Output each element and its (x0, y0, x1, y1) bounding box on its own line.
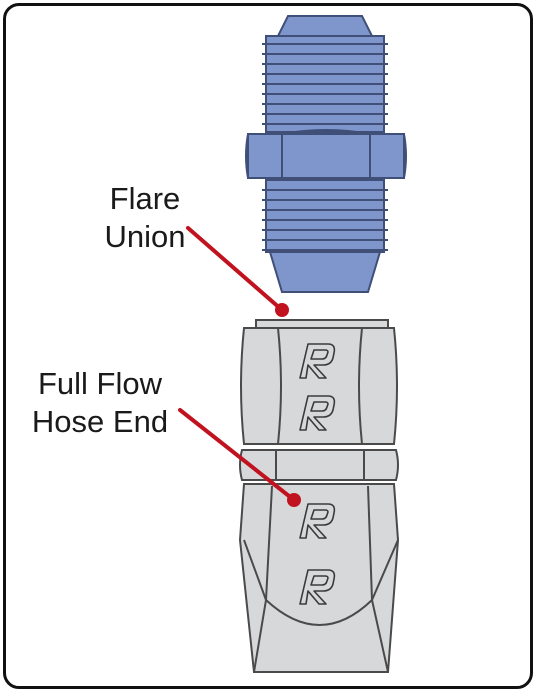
hose-end-label-line-2: Hose End (31, 404, 169, 439)
upper-thread-lines (262, 43, 388, 125)
flare-union-pointer (186, 226, 289, 317)
union-top-flare (276, 15, 374, 37)
union-hex-nut (247, 133, 405, 179)
flare-union (245, 15, 407, 293)
flare-union-label-line-2: Union (104, 219, 186, 254)
hose-end-socket (238, 483, 400, 673)
flare-union-label-line-1: Flare (109, 181, 181, 216)
hose-end-label-line-1: Full Flow (37, 366, 162, 401)
hose-end (238, 319, 400, 673)
lower-thread-lines (262, 189, 388, 251)
flare-union-label: Flare Union (90, 180, 200, 256)
union-bottom-flare (268, 251, 382, 293)
hose-end-label: Full Flow Hose End (20, 365, 180, 441)
hose-end-pointer (178, 408, 301, 507)
